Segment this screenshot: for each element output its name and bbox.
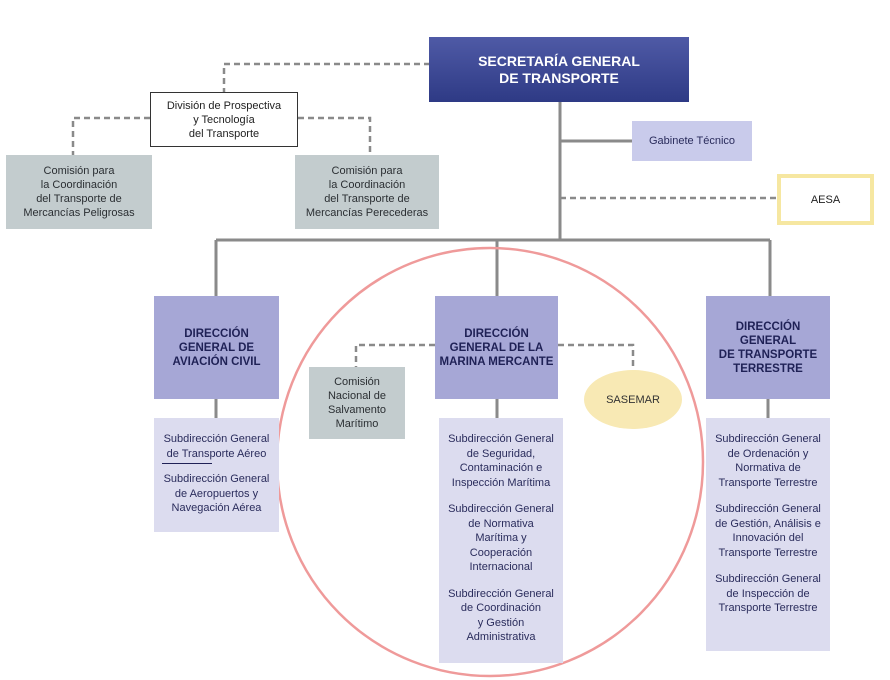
division-prospectiva-box: División de Prospectiva y Tecnología del…	[150, 92, 298, 147]
gabinete-tecnico-box: Gabinete Técnico	[632, 121, 752, 161]
aesa-box: AESA	[777, 174, 874, 225]
sub-aviacion-transporte-aereo: Subdirección General de Transporte Aéreo	[163, 433, 270, 460]
direccion-transporte-terrestre-box: DIRECCIÓN GENERAL DE TRANSPORTE TERRESTR…	[706, 296, 830, 399]
separator	[161, 463, 212, 464]
subdirecciones-aviacion-box: Subdirección General de Transporte Aéreo…	[154, 418, 279, 532]
sub-marina-normativa: Subdirección General de Normativa Maríti…	[448, 503, 554, 573]
subdirecciones-marina-box: Subdirección General de Seguridad, Conta…	[439, 418, 563, 663]
subdirecciones-terrestre-box: Subdirección General de Ordenación y Nor…	[706, 418, 830, 651]
sub-aviacion-aeropuertos: Subdirección General de Aeropuertos y Na…	[163, 473, 270, 514]
sasemar-oval: SASEMAR	[584, 370, 682, 429]
comision-mercancias-perecederas-box: Comisión para la Coordinación del Transp…	[295, 155, 439, 229]
sub-marina-coordinacion: Subdirección General de Coordinación y G…	[448, 587, 554, 644]
sub-terrestre-ordenacion: Subdirección General de Ordenación y Nor…	[715, 433, 821, 489]
direccion-marina-mercante-box: DIRECCIÓN GENERAL DE LA MARINA MERCANTE	[435, 296, 558, 399]
secretaria-general-box: SECRETARÍA GENERAL DE TRANSPORTE	[429, 37, 689, 102]
comision-salvamento-maritimo-box: Comisión Nacional de Salvamento Marítimo	[309, 367, 405, 439]
comision-mercancias-peligrosas-box: Comisión para la Coordinación del Transp…	[6, 155, 152, 229]
sub-terrestre-gestion: Subdirección General de Gestión, Análisi…	[715, 503, 821, 559]
sub-terrestre-inspeccion: Subdirección General de Inspección de Tr…	[715, 573, 821, 614]
sub-marina-seguridad: Subdirección General de Seguridad, Conta…	[448, 433, 554, 489]
direccion-aviacion-civil-box: DIRECCIÓN GENERAL DE AVIACIÓN CIVIL	[154, 296, 279, 399]
